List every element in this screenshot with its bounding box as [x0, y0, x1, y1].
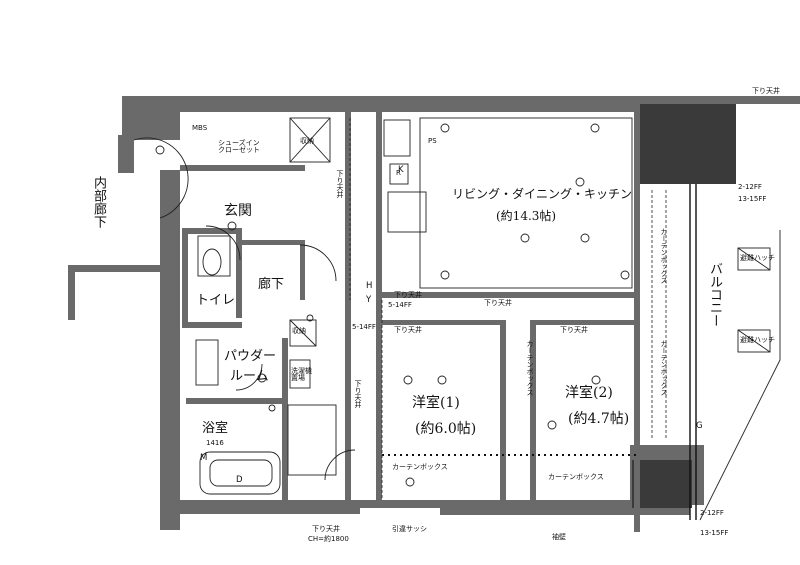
label-down-beam-1: 下り天井 [336, 170, 344, 198]
fixtures [133, 117, 781, 521]
label-dim-5: 5-14FF [352, 323, 376, 331]
label-down-beam-6: 下り天井 [354, 380, 362, 408]
label-storage-2: 収納 [292, 327, 306, 335]
label-evac-hatch-2: 避難ハッチ [740, 336, 775, 344]
label-ceiling-height: CH=約1800 [308, 535, 349, 543]
room-name-western2: 洋室(2) [565, 385, 613, 401]
exterior-walls [68, 96, 800, 530]
label-down-beam-2: 下り天井 [394, 291, 422, 299]
label-curtain-box-5: カーテンボックス [548, 473, 604, 481]
label-dim-1: 2-12FF [738, 183, 762, 191]
room-size-western1: (約6.0帖) [415, 421, 477, 437]
room-name-western1: 洋室(1) [412, 395, 460, 411]
label-dim-4: 13-15FF [700, 529, 729, 537]
room-name-entrance: 玄関 [224, 203, 252, 219]
label-mbs: MBS [192, 124, 208, 132]
mark-h: H [366, 281, 373, 291]
label-washer: 洗濯機 置場 [291, 367, 312, 382]
mark-m: M [200, 453, 208, 463]
label-down-beam-5: 下り天井 [560, 326, 588, 334]
interior-walls [180, 112, 640, 532]
label-curtain-box-3: カーテンボックス [526, 340, 534, 396]
label-down-beam-7: 下り天井 [312, 525, 340, 533]
label-curtain-box-4: カーテンボックス [392, 463, 448, 471]
label-evac-hatch-1: 避難ハッチ [740, 254, 775, 262]
label-down-beam-4: 下り天井 [394, 326, 422, 334]
room-size-ldk: (約14.3帖) [496, 209, 557, 223]
bath-size: 1416 [206, 439, 224, 447]
label-dim-3: 2-12FF [700, 509, 724, 517]
label-curtain-box-2: カーテンボックス [660, 340, 668, 396]
label-ps: PS [428, 137, 437, 145]
mark-g: G [696, 421, 703, 431]
room-name-hallway: 廊下 [258, 277, 285, 292]
mark-k: K [398, 165, 404, 175]
room-name-toilet: トイレ [196, 293, 236, 308]
label-fridge: R [396, 169, 401, 177]
room-name-corridor: 内部廊下 [91, 176, 106, 228]
label-down-beam-3: 下り天井 [484, 299, 512, 307]
mark-y: Y [366, 295, 372, 305]
label-dim-6: 5-14FF [388, 301, 412, 309]
label-top-right: 下り天井 [752, 87, 780, 95]
label-dim-2: 13-15FF [738, 195, 767, 203]
room-name-powder-1: パウダー [224, 349, 277, 364]
label-storage-1: 収納 [300, 137, 314, 145]
room-size-western2: (約4.7帖) [568, 411, 630, 427]
label-shoe-closet: シューズイン クローゼット [218, 139, 260, 154]
room-name-bath: 浴室 [202, 421, 229, 436]
label-sash: 引違サッシ [392, 525, 427, 533]
room-name-balcony: バルコニー [707, 262, 722, 327]
mark-d: D [236, 475, 243, 485]
room-name-ldk: リビング・ダイニング・キッチン [452, 187, 633, 201]
label-bottom-right: 袖壁 [552, 533, 566, 541]
label-curtain-box-1: カーテンボックス [660, 228, 668, 284]
room-name-powder-2: ルーム [230, 369, 269, 384]
